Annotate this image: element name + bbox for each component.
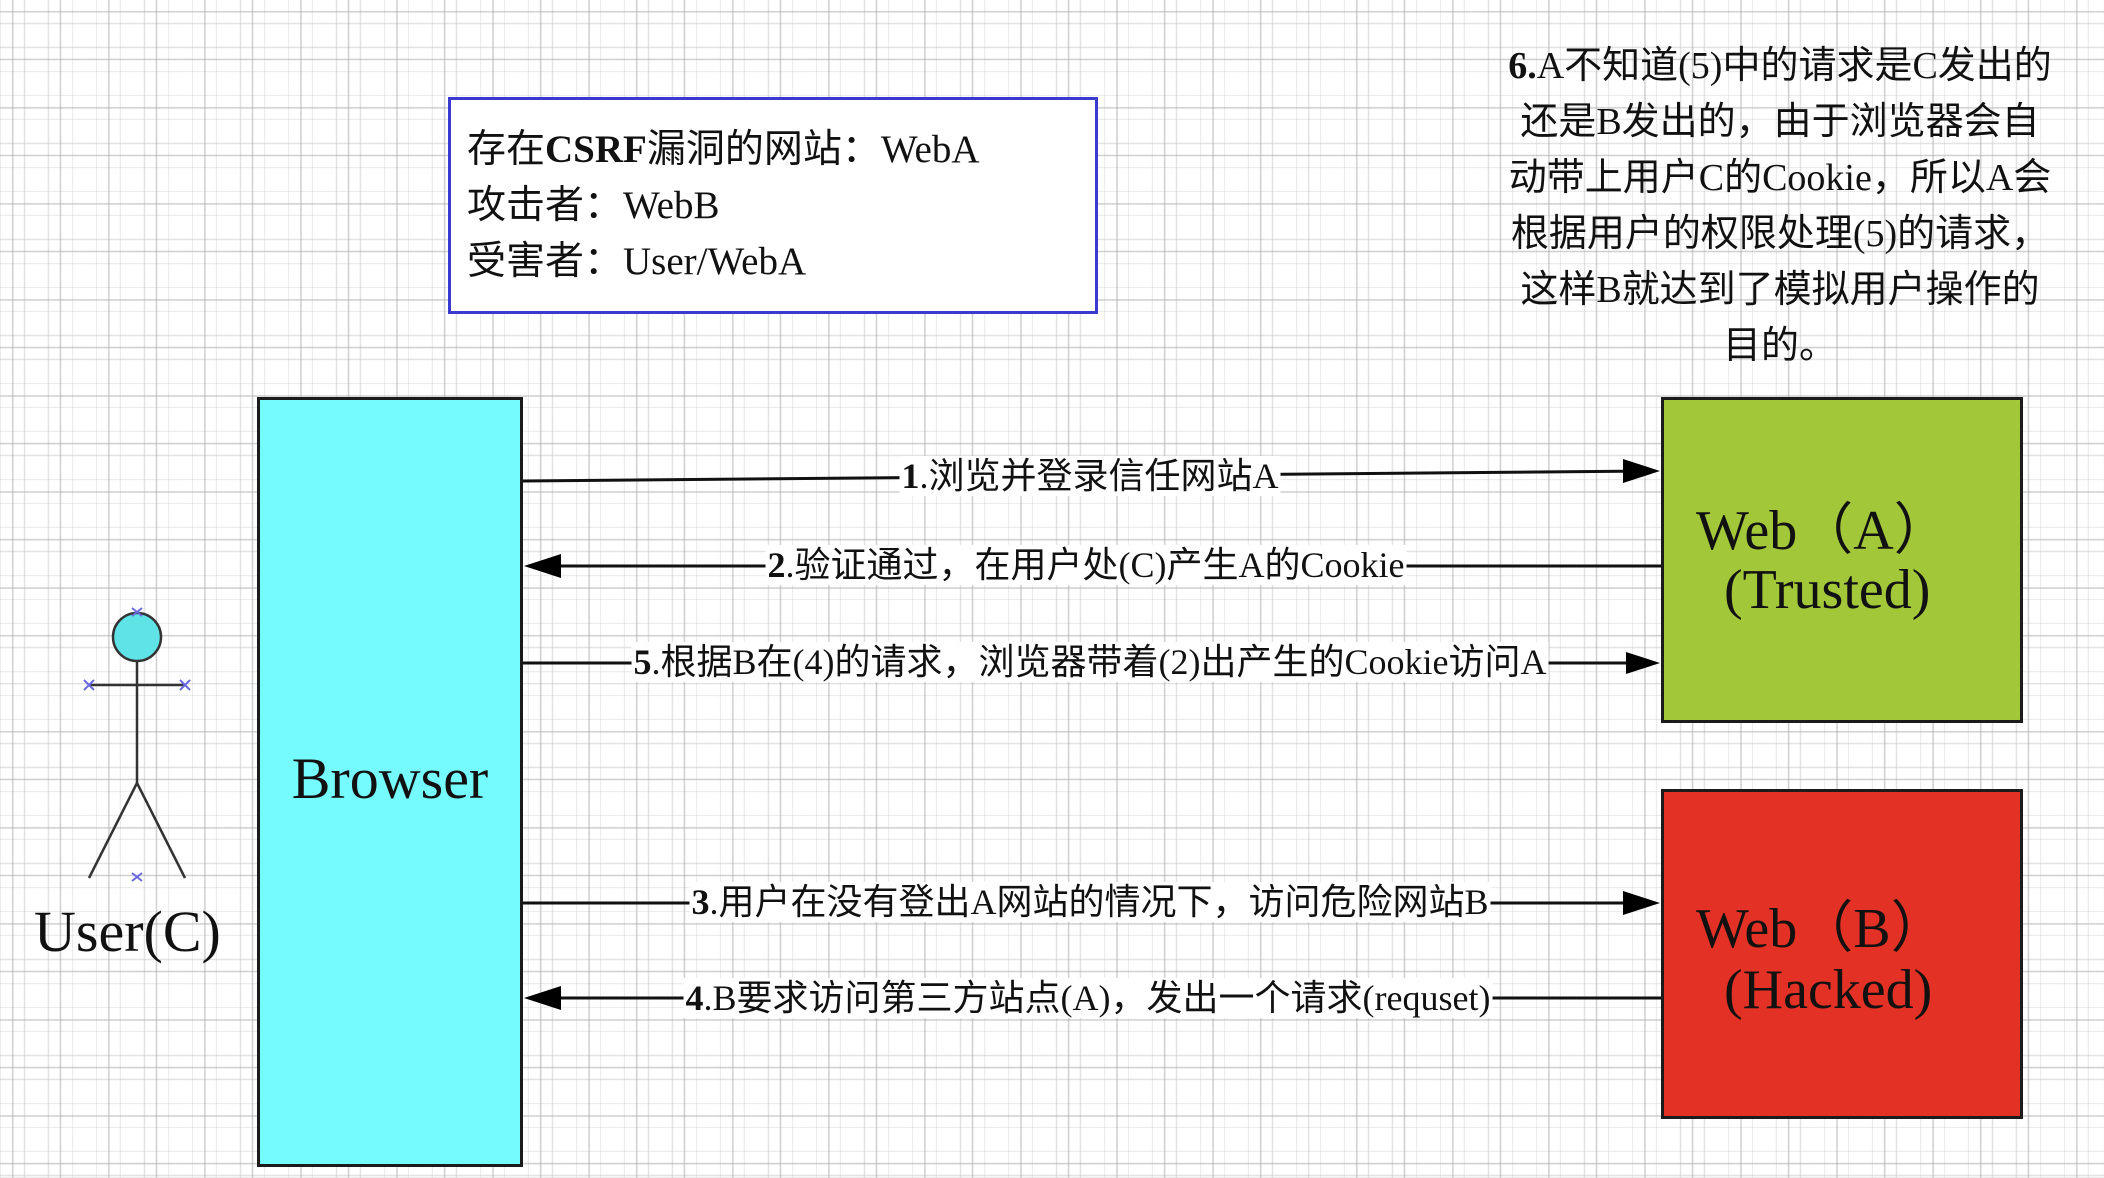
- web-b-subtitle: (Hacked): [1724, 959, 1933, 1021]
- user-head: [111, 611, 163, 663]
- user-stick-figure: [83, 607, 191, 882]
- arrowhead-2: [524, 554, 561, 578]
- roles-info-box: 存在CSRF漏洞的网站：WebA 攻击者：WebB 受害者：User/WebA: [448, 97, 1098, 314]
- note-line-5: 这样B就达到了模拟用户操作的: [1520, 269, 2040, 311]
- victim-line: 受害者：User/WebA: [467, 240, 807, 283]
- message-5-number: 5: [633, 642, 652, 682]
- message-3-text: .用户在没有登出A网站的情况下，访问危险网站B: [709, 882, 1489, 922]
- note-number: 6.: [1508, 45, 1537, 87]
- vulnerable-site-line: 存在CSRF漏洞的网站：WebA: [467, 122, 1095, 178]
- anchor-mark-right: [179, 679, 191, 691]
- message-1-text: .浏览并登录信任网站A: [919, 456, 1279, 496]
- message-4-label: 4.B要求访问第三方站点(A)，发出一个请求(requset): [683, 978, 1493, 1018]
- browser-box: Browser: [257, 397, 523, 1167]
- message-4-text: .B要求访问第三方站点(A)，发出一个请求(requset): [703, 978, 1491, 1018]
- message-3-label: 3.用户在没有登出A网站的情况下，访问危险网站B: [689, 882, 1491, 922]
- message-1-label: 1.浏览并登录信任网站A: [899, 456, 1281, 496]
- arrowhead-4: [524, 986, 561, 1010]
- vulnerable-prefix: 存在: [467, 128, 546, 171]
- note-text-1: A不知道(5)中的请求是C发出的: [1536, 45, 2052, 87]
- anchor-mark-bottom: [131, 872, 143, 882]
- note-line-2: 还是B发出的，由于浏览器会自: [1520, 101, 2040, 143]
- browser-label: Browser: [291, 746, 489, 811]
- message-2-label: 2.验证通过，在用户处(C)产生A的Cookie: [765, 545, 1407, 585]
- anchor-mark-top: [131, 607, 143, 617]
- attacker-line: 攻击者：WebB: [467, 184, 720, 227]
- web-b-box: Web（B） (Hacked): [1661, 789, 2023, 1119]
- user-label: User(C): [34, 899, 221, 964]
- note-line-6: 目的。: [1722, 325, 1837, 367]
- message-2-number: 2: [767, 545, 786, 585]
- arrowhead-1: [1623, 459, 1660, 483]
- message-5-label: 5.根据B在(4)的请求，浏览器带着(2)出产生的Cookie访问A: [631, 642, 1549, 682]
- note-line-4: 根据用户的权限处理(5)的请求，: [1510, 213, 2050, 255]
- user-left-leg: [87, 782, 139, 879]
- anchor-mark-left: [83, 679, 95, 691]
- csrf-term: CSRF: [545, 128, 647, 171]
- note-line-3: 动带上用户C的Cookie，所以A会: [1508, 157, 2052, 199]
- arrowhead-3: [1623, 891, 1660, 915]
- note-line-1: 6.A不知道(5)中的请求是C发出的: [1470, 38, 2090, 94]
- user-right-leg: [135, 782, 187, 879]
- vulnerable-suffix: 漏洞的网站：WebA: [646, 128, 980, 171]
- web-a-box: Web（A） (Trusted): [1661, 397, 2023, 723]
- message-1-number: 1: [901, 456, 920, 496]
- message-4-number: 4: [685, 978, 704, 1018]
- step-6-note: 6.A不知道(5)中的请求是C发出的 还是B发出的，由于浏览器会自 动带上用户C…: [1470, 38, 2090, 374]
- message-5-text: .根据B在(4)的请求，浏览器带着(2)出产生的Cookie访问A: [651, 642, 1547, 682]
- message-3-number: 3: [691, 882, 710, 922]
- web-a-subtitle: (Trusted): [1724, 559, 1931, 621]
- web-b-title: Web（B）: [1696, 898, 1947, 960]
- message-2-text: .验证通过，在用户处(C)产生A的Cookie: [785, 545, 1405, 585]
- web-a-title: Web（A）: [1696, 500, 1950, 562]
- arrowhead-5: [1626, 652, 1660, 674]
